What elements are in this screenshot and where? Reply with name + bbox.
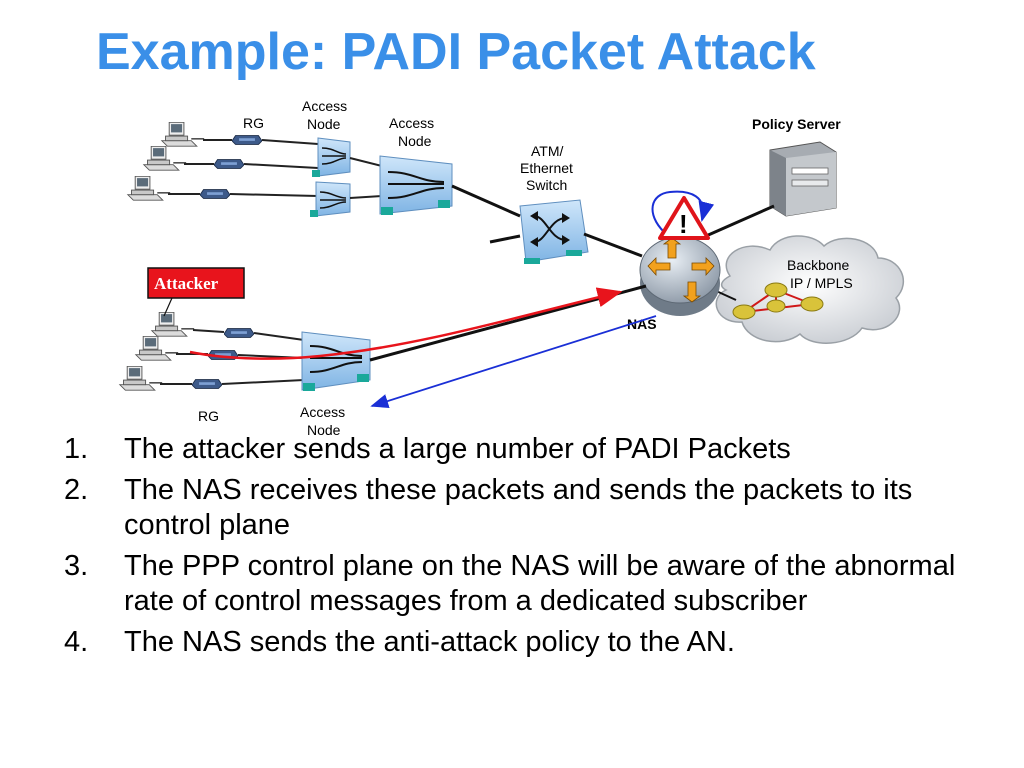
step-number: 2.: [64, 474, 89, 506]
access-node-bottom-icon: [301, 331, 371, 391]
pc-icon: [119, 366, 163, 391]
alert-symbol: !: [679, 209, 688, 239]
step-item: 3. The PPP control plane on the NAS will …: [64, 549, 994, 619]
step-text: The NAS sends the anti-attack policy to …: [124, 626, 735, 658]
attack-path-arrow: [189, 287, 623, 360]
switch-label-line1: ATM/: [531, 143, 564, 159]
pc-icon: [143, 146, 187, 171]
rg-modem-icon: [200, 189, 230, 199]
backbone-label-line1: Backbone: [787, 257, 849, 273]
backbone-label-line2: IP / MPLS: [790, 275, 853, 291]
steps-list: 1. The attacker sends a large number of P…: [64, 432, 994, 666]
access-node-small-label-line1: Access: [302, 98, 347, 114]
step-number: 1.: [64, 433, 89, 465]
rg-modem-icon: [224, 328, 254, 338]
top-subscriber-group: [127, 122, 521, 218]
step-number: 3.: [64, 550, 89, 582]
bottom-subscriber-group: [119, 284, 647, 391]
access-node-small-icon: [310, 181, 351, 217]
rg-label-bottom: RG: [198, 408, 219, 424]
rg-label-top: RG: [243, 115, 264, 131]
step-text: The NAS receives these packets and sends…: [124, 474, 913, 541]
pc-icon: [151, 312, 195, 337]
nas-label: NAS: [627, 316, 657, 332]
step-item: 1. The attacker sends a large number of P…: [64, 432, 994, 467]
pc-icon: [127, 176, 171, 201]
access-node-small-icon: [312, 137, 351, 177]
control-plane-loop-arrow: [651, 190, 715, 233]
switch-label-line2: Ethernet: [520, 160, 573, 176]
rg-modem-icon: [192, 379, 222, 389]
alert-triangle-icon: !: [658, 196, 710, 240]
step-number: 4.: [64, 626, 89, 658]
pc-icon: [135, 336, 179, 361]
rg-modem-icon: [214, 159, 244, 169]
access-node-big-label-line2: Node: [398, 133, 432, 149]
rg-modem-icon: [232, 135, 262, 145]
attacker-badge: Attacker: [147, 267, 245, 317]
attacker-label: Attacker: [154, 274, 219, 293]
pc-icon: [161, 122, 205, 147]
slide-title: Example: PADI Packet Attack: [96, 23, 816, 81]
step-item: 4. The NAS sends the anti-attack policy t…: [64, 625, 994, 660]
step-item: 2. The NAS receives these packets and sen…: [64, 473, 994, 543]
network-diagram: RG Access Node Access Node ATM/ Ethernet…: [119, 98, 905, 438]
policy-server-icon: [769, 141, 837, 217]
policy-server-label: Policy Server: [752, 116, 841, 132]
access-node-big-label-line1: Access: [389, 115, 434, 131]
atm-ethernet-switch-icon: [519, 199, 589, 264]
policy-path-arrow: [370, 315, 657, 408]
step-text: The PPP control plane on the NAS will be…: [124, 550, 956, 617]
access-node-big-icon: [379, 155, 453, 215]
access-node-bottom-label-line2: Node: [307, 422, 341, 438]
access-node-bottom-label-line1: Access: [300, 404, 345, 420]
switch-label-line3: Switch: [526, 177, 567, 193]
backbone-cloud-icon: [715, 235, 905, 344]
access-node-small-label-line2: Node: [307, 116, 341, 132]
step-text: The attacker sends a large number of PAD…: [124, 433, 791, 465]
nas-router-icon: [639, 236, 721, 316]
